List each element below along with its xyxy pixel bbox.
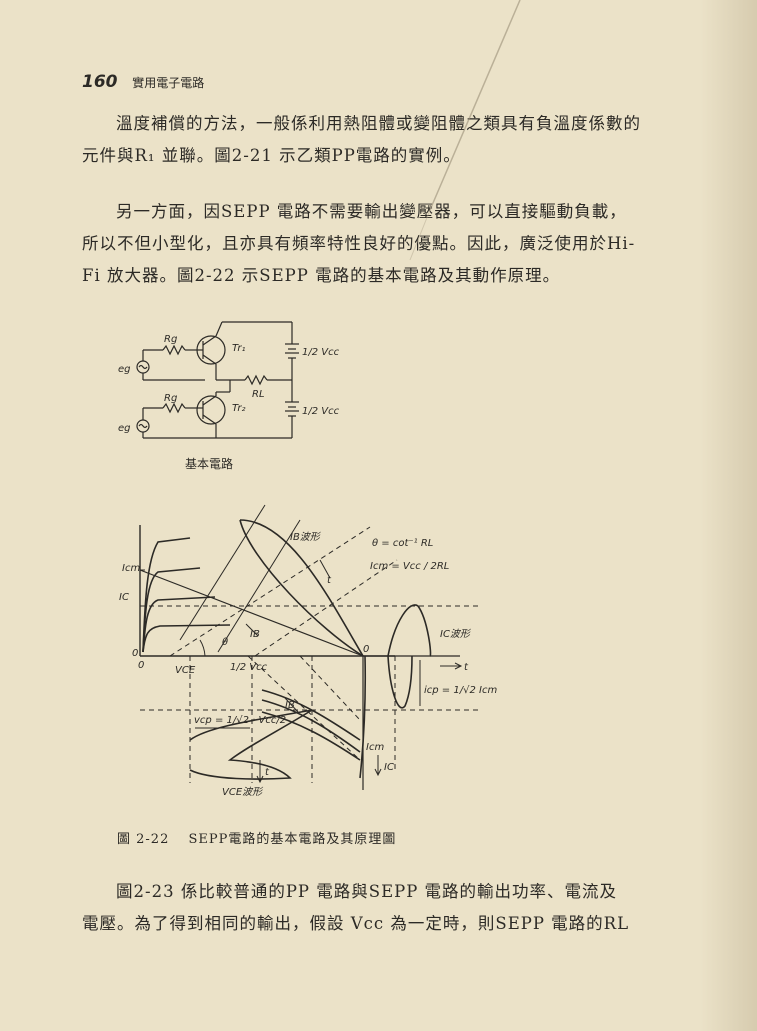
ib-waveform-upper xyxy=(239,519,364,657)
label-vcp-eq: vcp = 1/√2 · Vcc/2 xyxy=(194,715,286,726)
figure-caption: 圖 2-22 SEPP電路的基本電路及其原理圖 xyxy=(117,828,410,847)
label-theta-eq: θ = cot⁻¹ RL xyxy=(372,538,433,549)
label-vcc2: 1/2 Vcc xyxy=(302,406,340,417)
label-icm-eq: Icm = Vcc / 2RL xyxy=(370,561,449,572)
label-ic-wave: IC波形 xyxy=(440,628,472,640)
label-t-2: t xyxy=(464,662,469,673)
label-icm-bottom: Icm xyxy=(366,742,384,753)
label-ib-2: IB xyxy=(285,700,295,711)
label-rl: RL xyxy=(252,389,265,400)
label-half-vcc: 1/2 Vcc xyxy=(230,662,268,673)
label-vcc1: 1/2 Vcc xyxy=(302,347,340,358)
rl-resistor xyxy=(244,374,268,386)
paragraph-1-line-2: 元件與R₁ 並聯。圖2-21 示乙類PP電路的實例。 xyxy=(82,146,461,165)
label-zero-3: 0 xyxy=(363,644,369,655)
basic-circuit-caption: 基本電路 xyxy=(185,457,234,471)
figure-number: 圖 2-22 xyxy=(117,832,170,847)
label-vce-axis: VCE xyxy=(175,665,196,676)
label-ic: IC xyxy=(119,592,129,603)
paragraph-3: 圖2-23 係比較普通的PP 電路與SEPP 電路的輸出功率、電流及 電壓。為了… xyxy=(82,876,642,940)
paragraph-2-line-3: Fi 放大器。圖2-22 示SEPP 電路的基本電路及其動作原理。 xyxy=(82,266,561,285)
transistor-tr1-icon xyxy=(196,335,226,365)
ic-waveform xyxy=(387,604,432,657)
paragraph-3-line-1: 圖2-23 係比較普通的PP 電路與SEPP 電路的輸出功率、電流及 xyxy=(116,882,618,901)
label-t-3: t xyxy=(265,767,270,778)
vce-waveform xyxy=(189,709,313,780)
label-tr2: Tr₂ xyxy=(232,403,245,414)
book-title: 實用電子電路 xyxy=(132,76,205,90)
rg1-resistor xyxy=(162,344,186,356)
label-theta: θ xyxy=(222,637,228,648)
transistor-tr2-icon xyxy=(196,395,226,425)
label-tr1: Tr₁ xyxy=(232,343,245,354)
label-ib-1: IB xyxy=(250,629,260,640)
label-ic-bottom: IC xyxy=(384,762,394,773)
label-rg2: Rg xyxy=(164,393,177,404)
load-line xyxy=(139,569,364,657)
running-header: 160 實用電子電路 xyxy=(82,72,204,92)
paragraph-3-line-2: 電壓。為了得到相同的輸出，假設 Vcc 為一定時，則SEPP 電路的RL xyxy=(82,914,630,933)
paragraph-2-line-2: 所以不但小型化，且亦具有頻率特性良好的優點。因此，廣泛使用於Hi- xyxy=(82,234,636,253)
label-icm: Icm xyxy=(122,563,140,574)
label-t-1: t xyxy=(327,575,332,586)
page-number: 160 xyxy=(82,72,118,92)
label-eg2: eg xyxy=(118,423,131,434)
label-rg1: Rg xyxy=(164,334,177,345)
label-vce-wave: VCE波形 xyxy=(222,786,264,798)
label-zero-1: 0 xyxy=(132,648,138,659)
label-zero-2: 0 xyxy=(138,660,144,671)
label-eg1: eg xyxy=(118,364,131,375)
figure-caption-text: SEPP電路的基本電路及其原理圖 xyxy=(188,832,397,847)
label-icp-eq: icp = 1/√2 Icm xyxy=(424,685,497,696)
paragraph-2: 另一方面，因SEPP 電路不需要輸出變壓器，可以直接驅動負載， 所以不但小型化，… xyxy=(82,196,642,292)
label-ib-wave: IB波形 xyxy=(290,531,322,543)
rg2-resistor xyxy=(162,402,186,414)
